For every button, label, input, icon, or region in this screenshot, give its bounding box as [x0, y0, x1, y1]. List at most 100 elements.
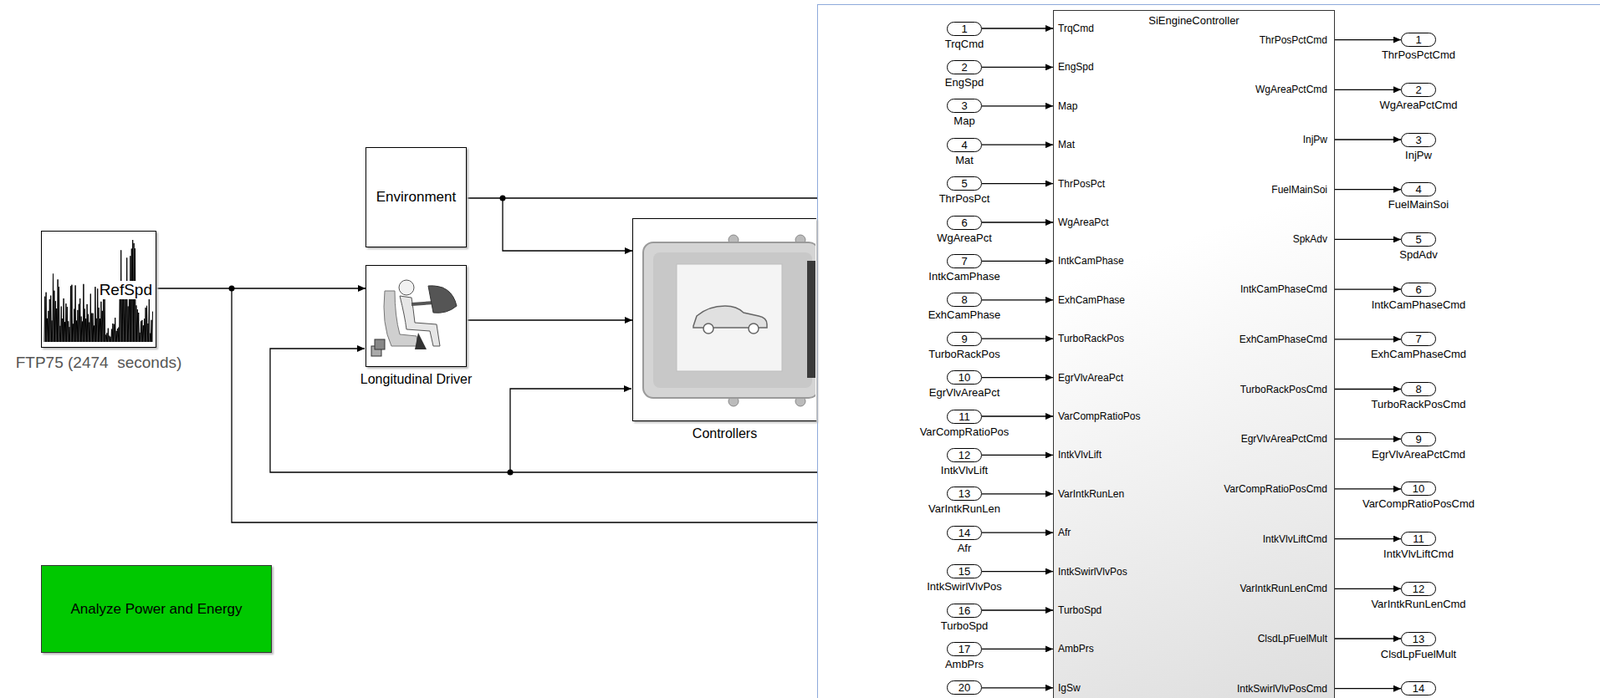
signal-name: Afr [1058, 526, 1071, 539]
port-number: 17 [958, 643, 971, 656]
port-oval: 1 [946, 21, 982, 36]
port-name: TurboSpd [940, 619, 989, 633]
port-name: VarCompRatioPosCmd [1362, 497, 1475, 511]
port-number: 13 [958, 487, 971, 501]
port-number: 1 [1415, 33, 1422, 47]
ecu-icon [633, 219, 816, 421]
drive-cycle-block: RefSpdFTP75 (2474 seconds) [40, 230, 157, 348]
inport: 16TurboSpd [946, 603, 982, 619]
port-oval: 14 [946, 526, 982, 541]
port-number: 3 [1415, 133, 1422, 147]
port-number: 2 [1415, 83, 1422, 97]
port-number: 5 [961, 177, 967, 190]
signal-line [1334, 39, 1401, 41]
outport: 3InjPw [1400, 132, 1437, 148]
signal-name: Map [1058, 100, 1078, 113]
block-name: Controllers [692, 426, 757, 442]
port-oval: 8 [946, 292, 982, 307]
inport: 17AmbPrs [946, 642, 982, 657]
signal-name: EgrVlvAreaPct [1058, 372, 1124, 384]
driver-block: Longitudinal Driver [365, 265, 467, 368]
port-name: TurboRackPosCmd [1371, 398, 1467, 411]
signal-name: TurboRackPos [1058, 332, 1125, 345]
signal-line [981, 299, 1054, 301]
signal-name: Mat [1058, 138, 1075, 151]
signal-wire [502, 197, 818, 199]
signal-line [1334, 588, 1401, 590]
port-number: 6 [1415, 283, 1422, 297]
port-oval: 12 [946, 448, 982, 463]
port-name: VarIntkRunLen [928, 502, 1001, 516]
signal-name: IntkSwirlVlvPosCmd [1237, 683, 1328, 696]
signal-line [981, 649, 1054, 650]
branch-dot [507, 470, 514, 476]
port-oval: 1 [1400, 32, 1437, 47]
signal-line [1334, 239, 1401, 241]
port-number: 7 [1415, 332, 1422, 346]
signal-line [981, 687, 1054, 689]
port-oval: 5 [1400, 232, 1437, 247]
port-number: 15 [958, 565, 971, 578]
outport: 12VarIntkRunLenCmd [1400, 582, 1437, 597]
port-number: 4 [961, 138, 967, 152]
signal-name: ClsdLpFuelMult [1257, 633, 1328, 645]
signal-line [1334, 189, 1401, 190]
signal-name: TrqCmd [1058, 22, 1094, 35]
outport: 10VarCompRatioPosCmd [1400, 481, 1437, 496]
signal-line [981, 493, 1054, 495]
signal-name: EngSpd [1058, 61, 1094, 73]
port-name: RefSpd [98, 281, 154, 300]
port-name: ClsdLpFuelMult [1380, 648, 1457, 661]
port-name: IntkCamPhaseCmd [1371, 298, 1467, 312]
inport: 20 [946, 680, 982, 696]
signal-name: WgAreaPctCmd [1255, 83, 1328, 96]
port-name: ThrPosPct [939, 192, 991, 205]
inport: 11VarCompRatioPos [946, 409, 982, 425]
inport: 12IntkVlvLift [946, 448, 982, 463]
port-oval: 20 [946, 680, 982, 696]
outport: 1ThrPosPctCmd [1400, 32, 1437, 47]
signal-name: AmbPrs [1058, 643, 1094, 655]
port-oval: 13 [1400, 632, 1437, 647]
block-name: Longitudinal Driver [360, 372, 472, 388]
port-number: 9 [961, 332, 967, 346]
signal-line [981, 609, 1054, 611]
port-number: 8 [961, 293, 967, 307]
port-name: WgAreaPctCmd [1379, 98, 1457, 112]
port-oval: 2 [1400, 82, 1437, 98]
block-title: SiEngineController [1148, 14, 1239, 27]
port-number: 7 [961, 255, 967, 268]
port-name: WgAreaPct [936, 231, 992, 245]
port-oval: 15 [946, 564, 982, 579]
signal-name: InjPw [1303, 133, 1328, 146]
port-name: IntkVlvLift [940, 464, 988, 477]
signal-name: IntkSwirlVlvPos [1058, 566, 1128, 578]
signal-line [1334, 688, 1401, 690]
port-oval: 6 [946, 215, 982, 231]
signal-line [1334, 338, 1401, 340]
port-number: 9 [1415, 433, 1422, 446]
signal-name: IntkCamPhaseCmd [1240, 283, 1328, 296]
port-oval: 10 [946, 370, 982, 385]
port-name: TurboRackPos [928, 347, 1001, 361]
signal-name: IntkVlvLift [1058, 449, 1102, 461]
signal-name: VarIntkRunLenCmd [1240, 582, 1329, 595]
speed-trace [44, 240, 154, 343]
signal-name: ThrPosPct [1058, 178, 1105, 190]
signal-line [981, 532, 1054, 534]
outport: 7ExhCamPhaseCmd [1400, 332, 1437, 347]
signal-name: IntkCamPhase [1058, 255, 1125, 267]
signal-line [981, 66, 1054, 68]
signal-name: ExhCamPhaseCmd [1239, 333, 1328, 346]
port-number: 14 [1412, 682, 1425, 696]
port-name: AmbPrs [945, 658, 984, 671]
port-oval: 14 [1400, 681, 1437, 696]
port-oval: 5 [946, 176, 982, 191]
signal-line [1334, 138, 1401, 140]
outport: 14 [1400, 681, 1437, 696]
port-name: IntkSwirlVlvPos [926, 580, 1002, 593]
inport: 13VarIntkRunLen [946, 486, 982, 501]
signal-line [981, 144, 1054, 146]
outport: 9EgrVlvAreaPctCmd [1400, 432, 1437, 447]
outport: 8TurboRackPosCmd [1400, 382, 1437, 397]
